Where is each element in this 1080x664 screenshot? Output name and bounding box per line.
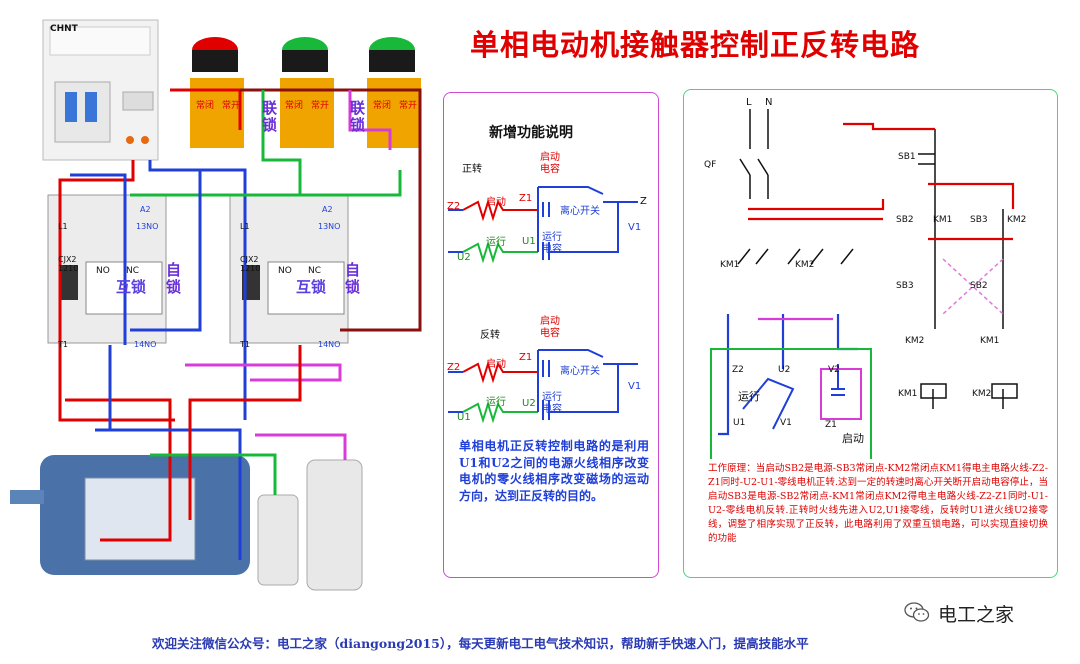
km2-coil-label: KM2 bbox=[972, 389, 992, 399]
schematic-panel bbox=[683, 89, 1058, 578]
start-schematic-label: 启动 bbox=[842, 432, 864, 445]
circuit-breaker bbox=[42, 19, 159, 161]
reverse-label: 反转 bbox=[480, 330, 500, 341]
self-lock-label-1: 自锁 bbox=[166, 261, 182, 296]
run-label-2: 运行 bbox=[486, 397, 506, 408]
km2-interlock-label: KM2 bbox=[905, 336, 925, 346]
v1-label-2: V1 bbox=[628, 381, 642, 392]
capacitor-small bbox=[257, 494, 299, 586]
sb2-nc-label: SB2 bbox=[970, 281, 988, 291]
sb2-label: SB2 bbox=[896, 215, 914, 225]
function-note-heading: 新增功能说明 bbox=[489, 125, 573, 141]
terminal-14no-2: 14NO bbox=[318, 340, 341, 349]
footer-text: 欢迎关注微信公众号：电工之家（diangong2015），每天更新电工电气技术知… bbox=[152, 636, 809, 651]
terminal-t1-2: T1 bbox=[240, 340, 250, 349]
button-label-nc-1: 常闭 bbox=[196, 101, 215, 111]
button-label-no-3: 常开 bbox=[399, 101, 418, 111]
z1-label-1: Z1 bbox=[519, 193, 533, 204]
sb3-label: SB3 bbox=[970, 215, 988, 225]
sb3-nc-label: SB3 bbox=[896, 281, 914, 291]
z2-schematic-label: Z2 bbox=[732, 365, 744, 375]
capacitor-large bbox=[306, 459, 363, 591]
button-label-nc-3: 常闭 bbox=[373, 101, 392, 111]
km2-contact-label: KM2 bbox=[1007, 215, 1027, 225]
contact-nc-label-1: NC bbox=[126, 266, 140, 276]
terminal-13no-2: 13NO bbox=[318, 222, 341, 231]
qf-label: QF bbox=[704, 160, 717, 170]
terminal-13no-1: 13NO bbox=[136, 222, 159, 231]
run-capacitor-label-1: 运行 电容 bbox=[542, 232, 562, 255]
centrifugal-switch-label-1: 离心开关 bbox=[560, 206, 600, 217]
interlock-label-right: 联锁 bbox=[350, 99, 366, 134]
terminal-t1-1: T1 bbox=[58, 340, 68, 349]
u1-label-1: U1 bbox=[522, 236, 536, 247]
motor bbox=[10, 455, 250, 575]
u1-schematic-label: U1 bbox=[733, 418, 746, 428]
terminal-14no-1: 14NO bbox=[134, 340, 157, 349]
breaker-brand: CHNT bbox=[50, 24, 78, 34]
u2-schematic-label: U2 bbox=[778, 365, 791, 375]
km1-coil-label: KM1 bbox=[898, 389, 918, 399]
z2-label-2: Z2 bbox=[447, 362, 461, 373]
u1-label-2: U1 bbox=[457, 412, 471, 423]
km1-main-label: KM1 bbox=[720, 260, 740, 270]
button-label-nc-2: 常闭 bbox=[285, 101, 304, 111]
run-capacitor-label-2: 运行 电容 bbox=[542, 392, 562, 415]
start-capacitor-label-2: 启动 电容 bbox=[540, 316, 560, 339]
terminal-l1-1: L1 bbox=[58, 222, 68, 231]
forward-label: 正转 bbox=[462, 164, 482, 175]
l-label: L bbox=[746, 97, 752, 108]
z1-label-2: Z1 bbox=[519, 352, 533, 363]
self-lock-label-2: 自锁 bbox=[345, 261, 361, 296]
brand-name: 电工之家 bbox=[938, 604, 1015, 626]
z2-label-1: Z2 bbox=[447, 201, 461, 212]
km1-contact-label: KM1 bbox=[933, 215, 953, 225]
run-label-1: 运行 bbox=[486, 237, 506, 248]
mutual-lock-label-2: 互锁 bbox=[296, 278, 327, 296]
km2-main-label: KM2 bbox=[795, 260, 815, 270]
contact-nc-label-2: NC bbox=[308, 266, 322, 276]
button-label-no-2: 常开 bbox=[311, 101, 330, 111]
contact-no-label-1: NO bbox=[96, 266, 110, 276]
mutual-lock-label-1: 互锁 bbox=[116, 278, 147, 296]
contactor-km1 bbox=[47, 194, 167, 344]
v1-schematic-label: V1 bbox=[780, 418, 792, 428]
contactor-km2 bbox=[229, 194, 349, 344]
start-capacitor-label-1: 启动 电容 bbox=[540, 152, 560, 175]
function-note-panel bbox=[443, 92, 659, 578]
contactor-model-2: CJX2 1210 bbox=[240, 255, 261, 273]
start-label-2: 启动 bbox=[486, 359, 506, 370]
working-principle: 工作原理：当启动SB2是电源-SB3常闭点-KM2常闭点KM1得电主电路火线-Z… bbox=[708, 463, 1048, 544]
centrifugal-switch-label-2: 离心开关 bbox=[560, 366, 600, 377]
u2-label-2: U2 bbox=[522, 398, 536, 409]
push-button-red bbox=[190, 37, 244, 148]
page-title: 单相电动机接触器控制正反转电路 bbox=[470, 28, 921, 62]
contact-no-label-2: NO bbox=[278, 266, 292, 276]
terminal-a2-2: A2 bbox=[322, 205, 333, 214]
mid-schematic bbox=[448, 186, 638, 424]
u2-label-1: U2 bbox=[457, 252, 471, 263]
terminal-l1-2: L1 bbox=[240, 222, 250, 231]
sb1-label: SB1 bbox=[898, 152, 916, 162]
contactor-model-1: CJX2 1210 bbox=[58, 255, 79, 273]
button-label-no-1: 常开 bbox=[222, 101, 241, 111]
terminal-a2-1: A2 bbox=[140, 205, 151, 214]
z1-schematic-label: Z1 bbox=[825, 420, 837, 430]
control-schematic bbox=[710, 109, 1018, 459]
v1-label-1: V1 bbox=[628, 222, 642, 233]
n-label: N bbox=[765, 97, 773, 108]
wechat-icon bbox=[904, 602, 930, 622]
start-label-1: 启动 bbox=[486, 197, 506, 208]
run-schematic-label: 运行 bbox=[738, 390, 760, 403]
function-description: 单相电机正反转控制电路的是利用U1和U2之间的电源火线相序改变电机的零火线相序改… bbox=[459, 439, 649, 503]
km1-interlock-label: KM1 bbox=[980, 336, 1000, 346]
push-button-green-1 bbox=[280, 37, 334, 148]
interlock-label-left: 联锁 bbox=[262, 99, 278, 134]
v2-schematic-label: V2 bbox=[828, 365, 840, 375]
z-label-1: Z bbox=[640, 196, 647, 207]
